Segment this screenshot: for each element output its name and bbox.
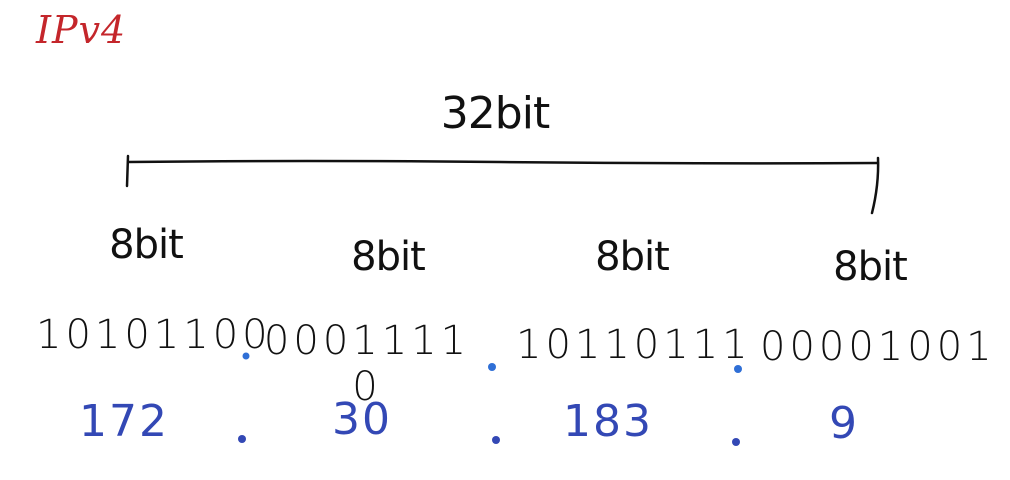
decimal-dot-1 [238, 435, 246, 443]
binary-dot-1 [242, 352, 250, 360]
octet-1-decimal: 172 [79, 396, 169, 447]
octet-4-binary: 00001001 [760, 324, 996, 370]
decimal-dot-2 [492, 436, 500, 444]
octet-2-bits-label: 8bit [351, 234, 426, 280]
bracket-bar [126, 159, 880, 165]
octet-3-decimal: 183 [563, 396, 653, 447]
decimal-dot-3 [732, 438, 740, 446]
ipv4-title: IPv4 [36, 8, 127, 52]
bracket-left-tick [125, 154, 130, 188]
octet-4-decimal: 9 [829, 398, 859, 449]
octet-3-binary: 10110111 [516, 322, 752, 368]
octet-2-decimal: 30 [332, 394, 392, 445]
binary-dot-2 [488, 363, 496, 371]
total-bits-label: 32bit [440, 88, 550, 139]
octet-1-bits-label: 8bit [109, 222, 184, 268]
octet-1-binary: 10101100 [36, 312, 272, 358]
octet-2-binary: 0001111 0 [263, 318, 471, 410]
octet-4-bits-label: 8bit [833, 244, 908, 290]
octet-3-bits-label: 8bit [595, 234, 670, 280]
bracket-right-tick [870, 156, 880, 215]
binary-dot-3 [734, 365, 742, 373]
